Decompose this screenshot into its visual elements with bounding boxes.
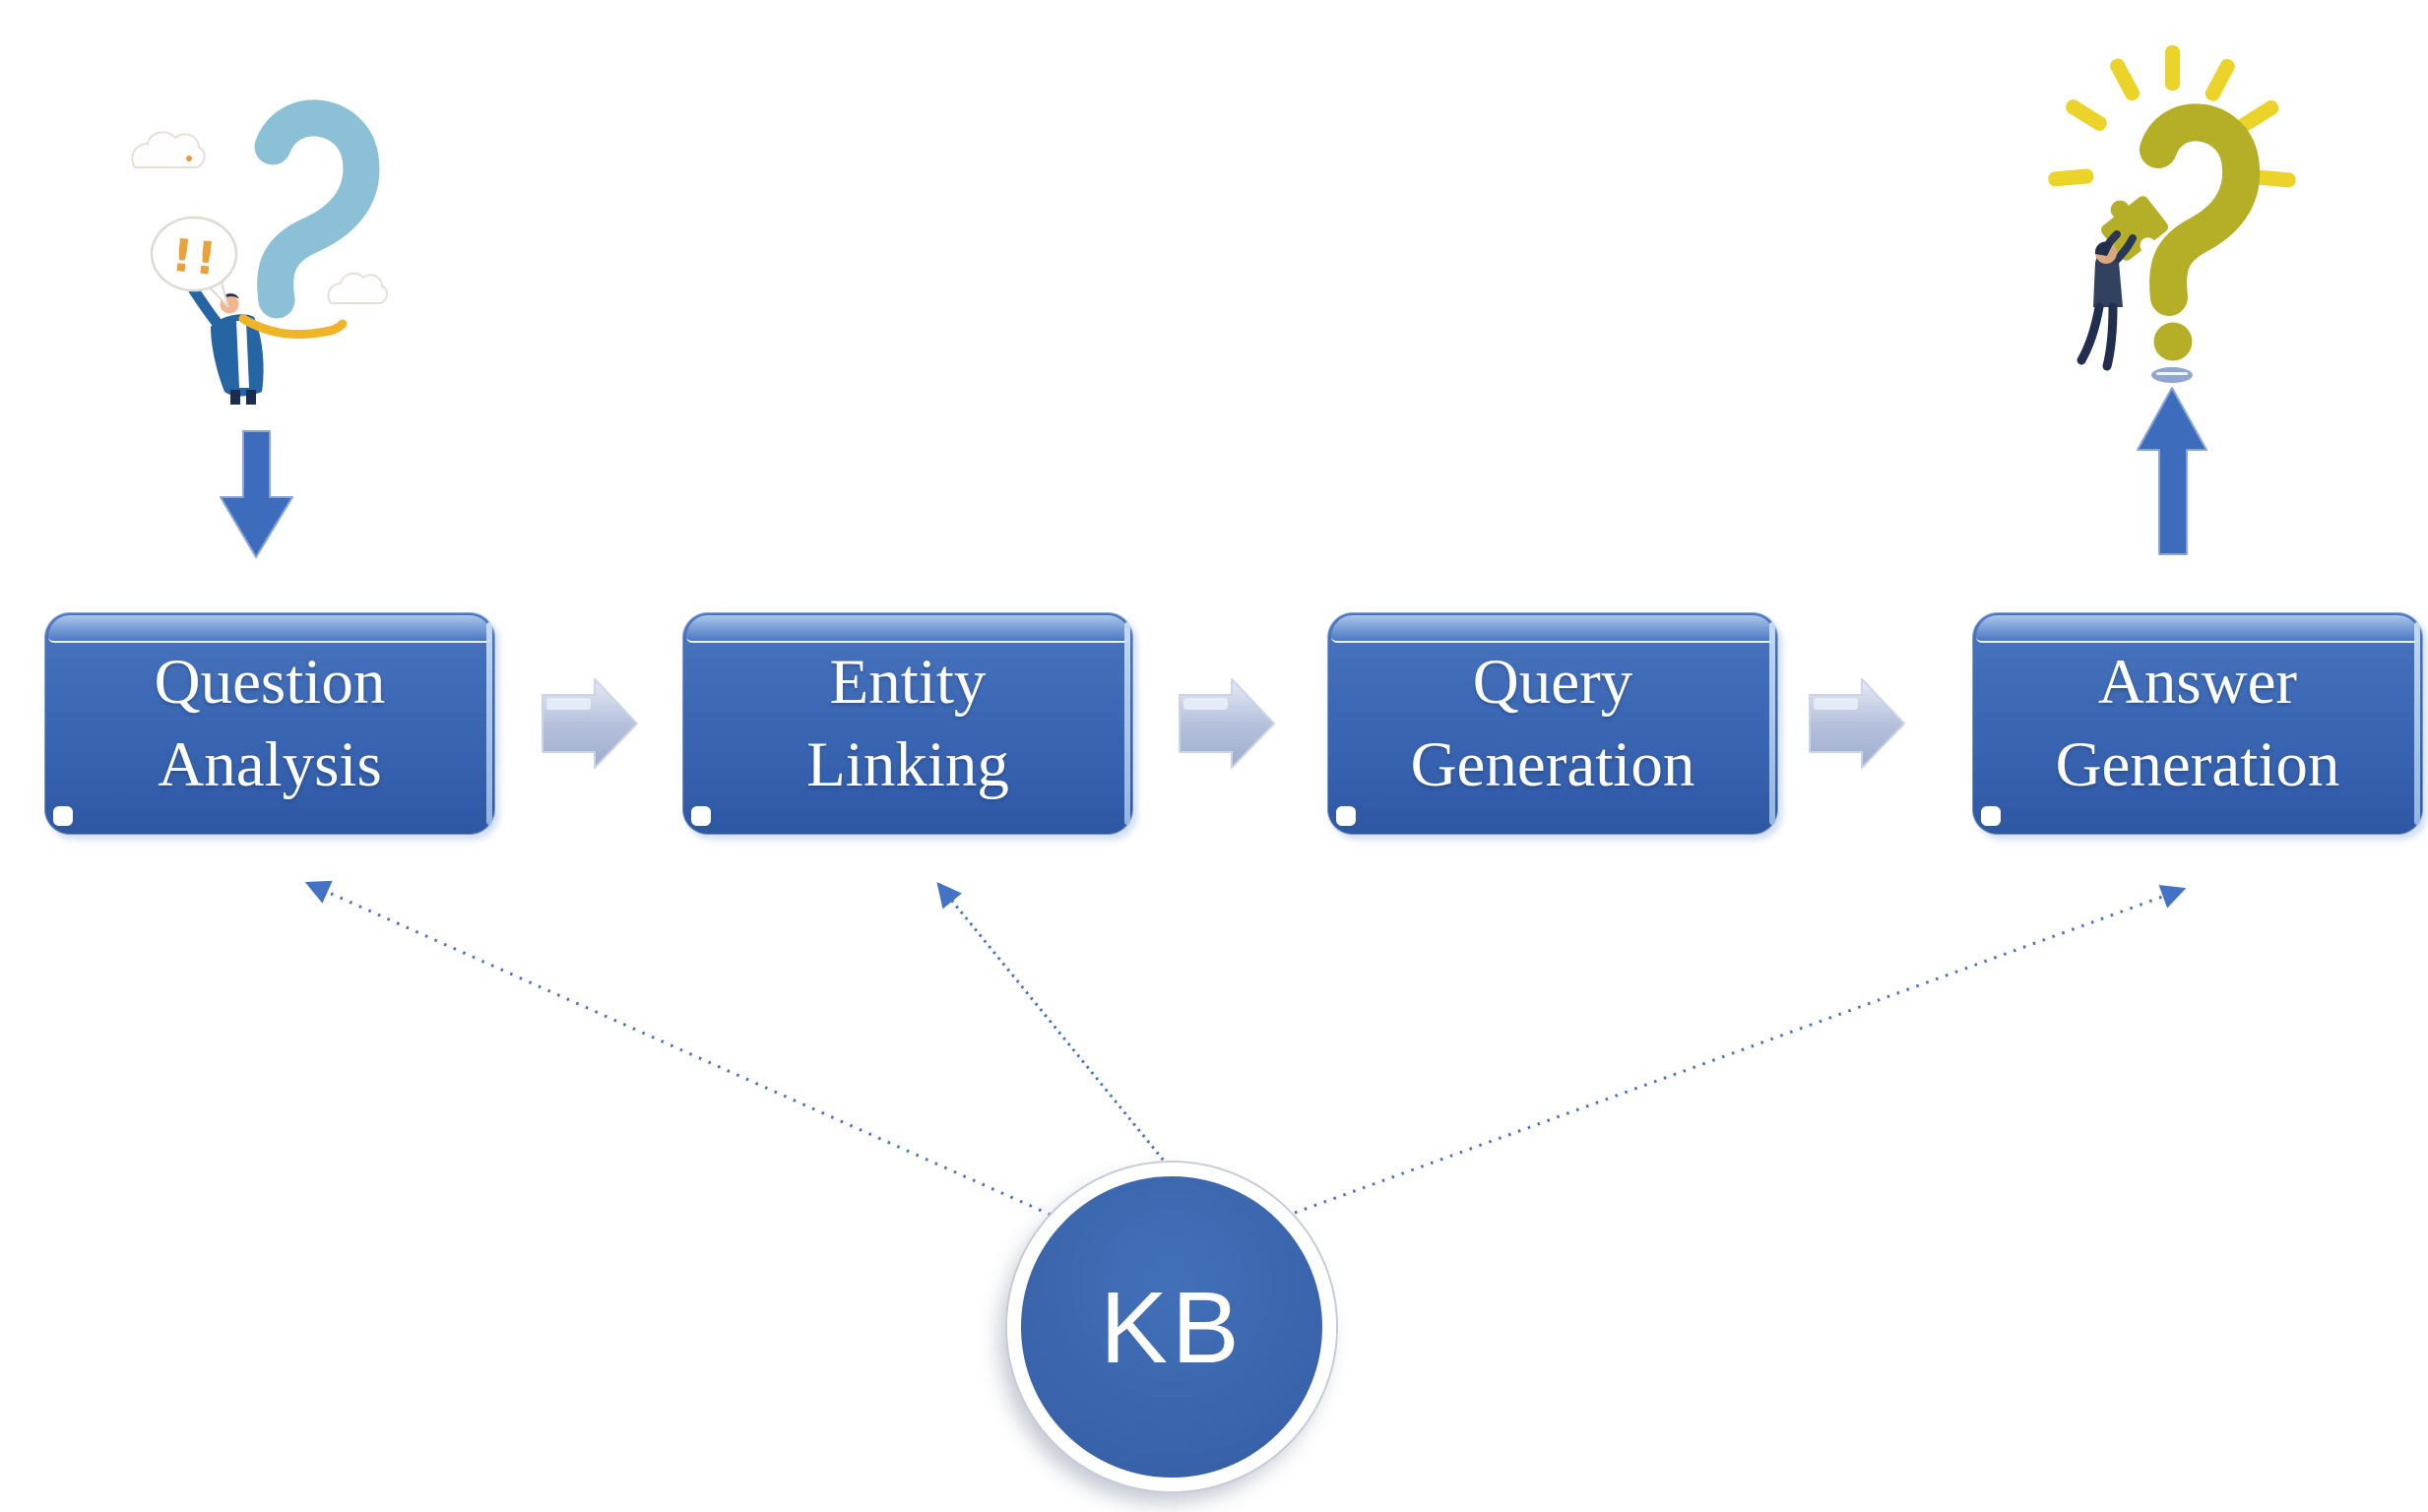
bulb-base-stripe [2156, 372, 2188, 375]
cloud-icon [131, 131, 206, 168]
bulb-base [2151, 367, 2193, 383]
up-arrow-icon [2137, 387, 2207, 555]
kb-to-entity-linking-connector [936, 882, 1170, 1166]
person-jacket [211, 314, 264, 397]
person-arm [188, 284, 224, 331]
person-shirt [236, 321, 249, 388]
person-leg [230, 390, 240, 405]
person-hair [2094, 241, 2113, 256]
speech-bubble: !! [150, 216, 238, 308]
idea-question-mark-dot [2153, 322, 2193, 361]
corner-shine-dot [1336, 806, 1356, 826]
tie-knot [239, 314, 247, 322]
person-head [2095, 242, 2117, 264]
cloud-accent-dot [186, 156, 192, 161]
kb-to-question-analysis-connector [304, 880, 1052, 1217]
box-label: Query Generation [1410, 646, 1695, 801]
question-mark-icon [254, 99, 380, 319]
person-leg [2077, 302, 2104, 365]
person-figure [2077, 230, 2137, 371]
ray-icon [2237, 99, 2279, 132]
person-torso [2093, 262, 2123, 307]
speech-bubble-tail [207, 281, 229, 308]
person-arm [2109, 234, 2137, 268]
ray-icon [2110, 58, 2140, 101]
corner-shine-dot [691, 806, 711, 826]
person-tie [238, 314, 348, 340]
kb-node: KB [1007, 1163, 1336, 1491]
box-label: Entity Linking [806, 646, 1009, 801]
ray-icon [2165, 45, 2180, 91]
box-label: Answer Generation [2055, 646, 2340, 801]
kb-to-answer-generation-connector [1294, 884, 2187, 1215]
ray-icon [2066, 99, 2107, 131]
box-query-generation: Query Generation [1327, 612, 1778, 835]
kb-label: KB [1100, 1270, 1244, 1384]
person-leg [246, 390, 256, 405]
ray-icon [2204, 58, 2235, 101]
ray-icon [2048, 168, 2094, 187]
box-answer-generation: Answer Generation [1972, 612, 2423, 835]
box-entity-linking: Entity Linking [682, 612, 1133, 835]
speech-bubble-body [150, 216, 238, 292]
corner-shine-dot [1981, 806, 2001, 826]
box-question-analysis: Question Analysis [44, 612, 495, 835]
flow-arrow-2 [1179, 678, 1275, 769]
puzzle-piece-icon [2101, 196, 2168, 261]
box-label: Question Analysis [154, 646, 386, 801]
flow-arrow-1 [542, 678, 638, 769]
person-figure [186, 282, 348, 405]
cloud-icon [327, 272, 389, 304]
person-arm [2095, 230, 2121, 268]
person-hand [186, 282, 196, 291]
person-leg [2102, 302, 2118, 371]
ray-icon [2250, 169, 2296, 188]
left-illustration: !! [131, 99, 389, 405]
speech-bubble-text: !! [169, 228, 222, 286]
kb-connectors [304, 880, 2187, 1217]
person-hair [221, 293, 239, 300]
idea-question-mark-icon [2140, 103, 2261, 316]
flow-arrow-3 [1809, 678, 1905, 769]
idea-rays [2048, 45, 2296, 188]
right-illustration [2048, 45, 2296, 383]
corner-shine-dot [53, 806, 73, 826]
down-arrow-icon [220, 430, 293, 558]
person-head [220, 294, 239, 314]
